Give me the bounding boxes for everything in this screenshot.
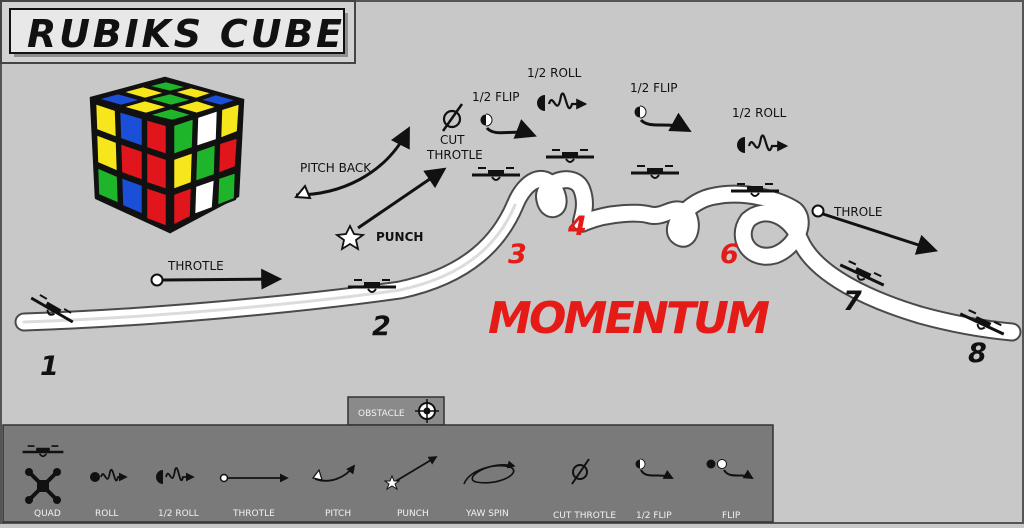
step-number: 2 [372,311,391,342]
step-number: 7 [843,286,862,317]
svg-text:1/2 FLIP: 1/2 FLIP [472,90,520,104]
step-number: 4 [567,211,587,242]
svg-text:OBSTACLE: OBSTACLE [358,409,405,419]
step-number: 3 [508,239,527,270]
legend-label-flip: FLIP [722,511,741,521]
momentum-headline: MOMENTUM [488,293,770,344]
half-flip-annotation-1: 1/2 FLIP [472,90,537,139]
cut-throttle-legend-icon [571,458,590,485]
throttle-legend-icon [219,473,289,483]
half-roll-annotation-2: 1/2 ROLL [732,106,789,153]
pitch-legend-icon [311,464,356,482]
half-flip-annotation-2: 1/2 FLIP [630,81,692,133]
svg-text:CUT: CUT [440,133,465,147]
step-number: 8 [968,338,987,369]
quad-position-3 [470,166,522,182]
flight-path [14,169,1022,342]
cut-throttle-annotation: CUT THROTLE [426,103,483,162]
yaw-spin-legend-icon [463,460,516,485]
legend-label-punch: PUNCH [397,509,429,519]
svg-text:THROTLE: THROTLE [167,259,224,273]
svg-text:PITCH BACK: PITCH BACK [300,161,372,175]
page-title: RUBIKS CUBE [27,12,345,56]
half-flip-legend-icon [635,458,674,479]
throttle-annotation-2: THROLE [811,204,938,255]
svg-text:1/2 ROLL: 1/2 ROLL [527,66,582,80]
title-box: RUBIKS CUBE [0,0,356,64]
half-roll-legend-icon [156,467,195,484]
quad-position-5 [629,164,681,180]
legend-label-half-roll: 1/2 ROLL [158,509,199,519]
flip-legend-icon [706,459,754,480]
roll-legend-icon [90,468,128,482]
legend-label-roll: ROLL [95,509,118,519]
quad-position-4 [544,148,596,164]
obstacle-tab: OBSTACLE [347,396,445,426]
legend-label-quad: QUAD [34,509,61,519]
punch-annotation: PUNCH [334,167,447,251]
svg-text:THROLE: THROLE [833,205,882,219]
legend-label-throttle: THROTLE [232,509,275,519]
punch-legend-icon [383,456,438,491]
step-numbers: 1 2 3 4 6 7 8 [40,211,987,382]
svg-text:1/2 FLIP: 1/2 FLIP [630,81,678,95]
half-roll-annotation-1: 1/2 ROLL [527,66,588,111]
rubiks-cube-illustration [89,76,245,234]
throttle-annotation-1: THROTLE [150,259,283,290]
legend-label-yaw-spin: YAW SPIN [465,509,509,519]
svg-text:PUNCH: PUNCH [376,230,423,244]
svg-text:1/2 ROLL: 1/2 ROLL [732,106,787,120]
legend-panel: QUAD ROLL 1/2 ROLL THROTLE PITCH PUNCH Y… [2,424,774,523]
step-number: 6 [720,239,739,270]
legend-label-pitch: PITCH [325,509,351,519]
step-number: 1 [40,351,59,382]
quad-legend-icon [21,444,65,504]
pitch-back-annotation: PITCH BACK [294,126,410,200]
legend-label-half-flip: 1/2 FLIP [636,511,672,521]
svg-text:THROTLE: THROTLE [426,148,483,162]
legend-label-cut-throttle: CUT THROTLE [553,511,616,521]
